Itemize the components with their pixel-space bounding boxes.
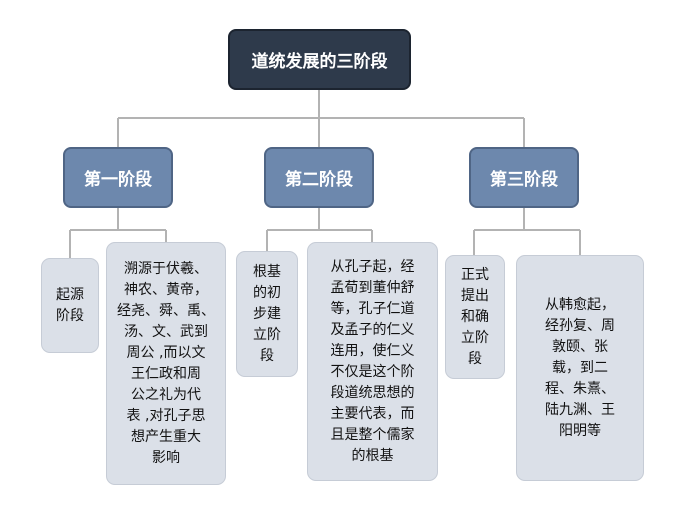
stage-2-name: 根基 的初 步建 立阶 段 — [253, 263, 281, 364]
stage-2-desc-box: 从孔子起，经 孟荀到董仲舒 等，孔子仁道 及孟子的仁义 连用，使仁义 不仅是这个… — [307, 242, 438, 481]
stage-1-name: 起源 阶段 — [56, 286, 84, 324]
stage-1-node: 第一阶段 — [63, 147, 173, 208]
stage-1-label: 第一阶段 — [84, 170, 152, 190]
stage-3-node: 第三阶段 — [469, 147, 579, 208]
root-node: 道统发展的三阶段 — [228, 29, 411, 90]
stage-3-name: 正式 提出 和确 立阶 段 — [461, 266, 489, 367]
root-label: 道统发展的三阶段 — [251, 52, 388, 72]
stage-2-label: 第二阶段 — [285, 170, 353, 190]
stage-1-desc: 溯源于伏羲、 神农、黄帝， 经尧、舜、禹、 汤、文、武到 周公 ,而以文 王仁政… — [117, 260, 215, 466]
stage-2-desc: 从孔子起，经 孟荀到董仲舒 等，孔子仁道 及孟子的仁义 连用，使仁义 不仅是这个… — [330, 258, 415, 464]
stage-2-name-box: 根基 的初 步建 立阶 段 — [236, 251, 298, 377]
stage-3-name-box: 正式 提出 和确 立阶 段 — [445, 255, 505, 379]
stage-3-desc-box: 从韩愈起， 经孙复、周 敦颐、张 载，到二 程、朱熹、 陆九渊、王 阳明等 — [516, 255, 644, 481]
stage-1-name-box: 起源 阶段 — [41, 258, 99, 353]
stage-3-desc: 从韩愈起， 经孙复、周 敦颐、张 载，到二 程、朱熹、 陆九渊、王 阳明等 — [545, 296, 615, 439]
stage-1-desc-box: 溯源于伏羲、 神农、黄帝， 经尧、舜、禹、 汤、文、武到 周公 ,而以文 王仁政… — [106, 242, 226, 485]
stage-3-label: 第三阶段 — [490, 170, 558, 190]
stage-2-node: 第二阶段 — [264, 147, 374, 208]
